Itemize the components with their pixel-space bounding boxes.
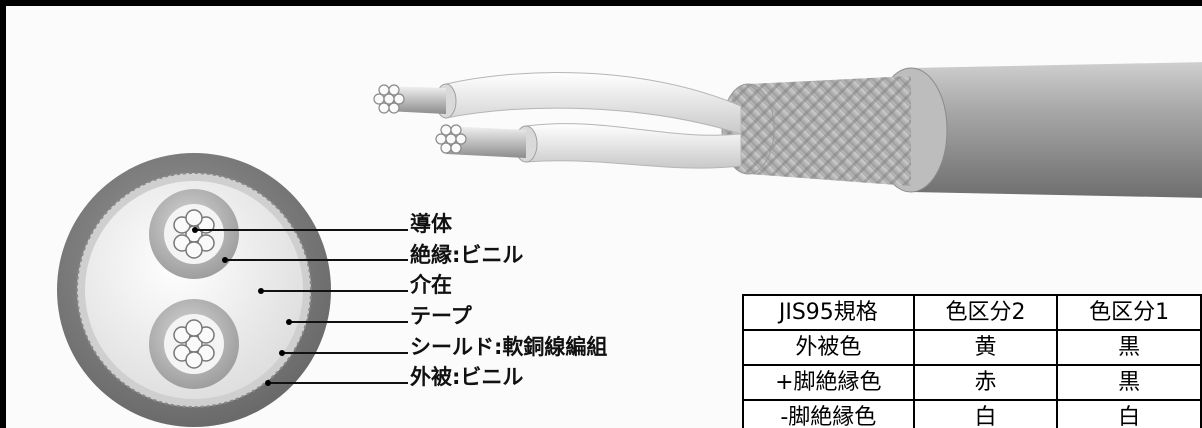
row-label-jacket-color: 外被色 bbox=[742, 329, 915, 366]
header-standard: JIS95規格 bbox=[742, 294, 915, 331]
row-label-minus-leg-color: -脚絶縁色 bbox=[742, 399, 915, 428]
leader-dots bbox=[192, 227, 292, 386]
header-color-class-1: 色区分1 bbox=[1056, 294, 1202, 331]
cell-value: 赤 bbox=[912, 364, 1059, 401]
cable-side-view bbox=[373, 62, 1202, 198]
label-tape: テープ bbox=[410, 304, 472, 328]
label-insulation: 絶縁:ビニル bbox=[410, 243, 524, 267]
cell-value: 白 bbox=[1056, 399, 1202, 428]
header-color-class-2: 色区分2 bbox=[912, 294, 1059, 331]
cell-value: 黒 bbox=[1056, 364, 1202, 401]
cell-value: 黒 bbox=[1056, 329, 1202, 366]
color-spec-table: JIS95規格 色区分2 色区分1 外被色 黄 黒 +脚絶縁色 赤 黒 -脚絶縁… bbox=[742, 294, 1202, 428]
cable-cross-section bbox=[57, 153, 331, 427]
label-conductor: 導体 bbox=[410, 212, 452, 236]
cell-value: 白 bbox=[912, 399, 1059, 428]
table-row: -脚絶縁色 白 白 bbox=[742, 399, 1202, 428]
cable-illustration bbox=[57, 62, 1202, 427]
row-label-plus-leg-color: +脚絶縁色 bbox=[742, 364, 915, 401]
leader-lines bbox=[195, 229, 408, 384]
table-header-row: JIS95規格 色区分2 色区分1 bbox=[742, 294, 1202, 331]
label-filler: 介在 bbox=[410, 273, 452, 297]
label-jacket: 外被:ビニル bbox=[410, 365, 524, 389]
label-shield: シールド:軟銅線編組 bbox=[410, 335, 608, 359]
cell-value: 黄 bbox=[912, 329, 1059, 366]
table-row: +脚絶縁色 赤 黒 bbox=[742, 364, 1202, 401]
table-row: 外被色 黄 黒 bbox=[742, 329, 1202, 366]
